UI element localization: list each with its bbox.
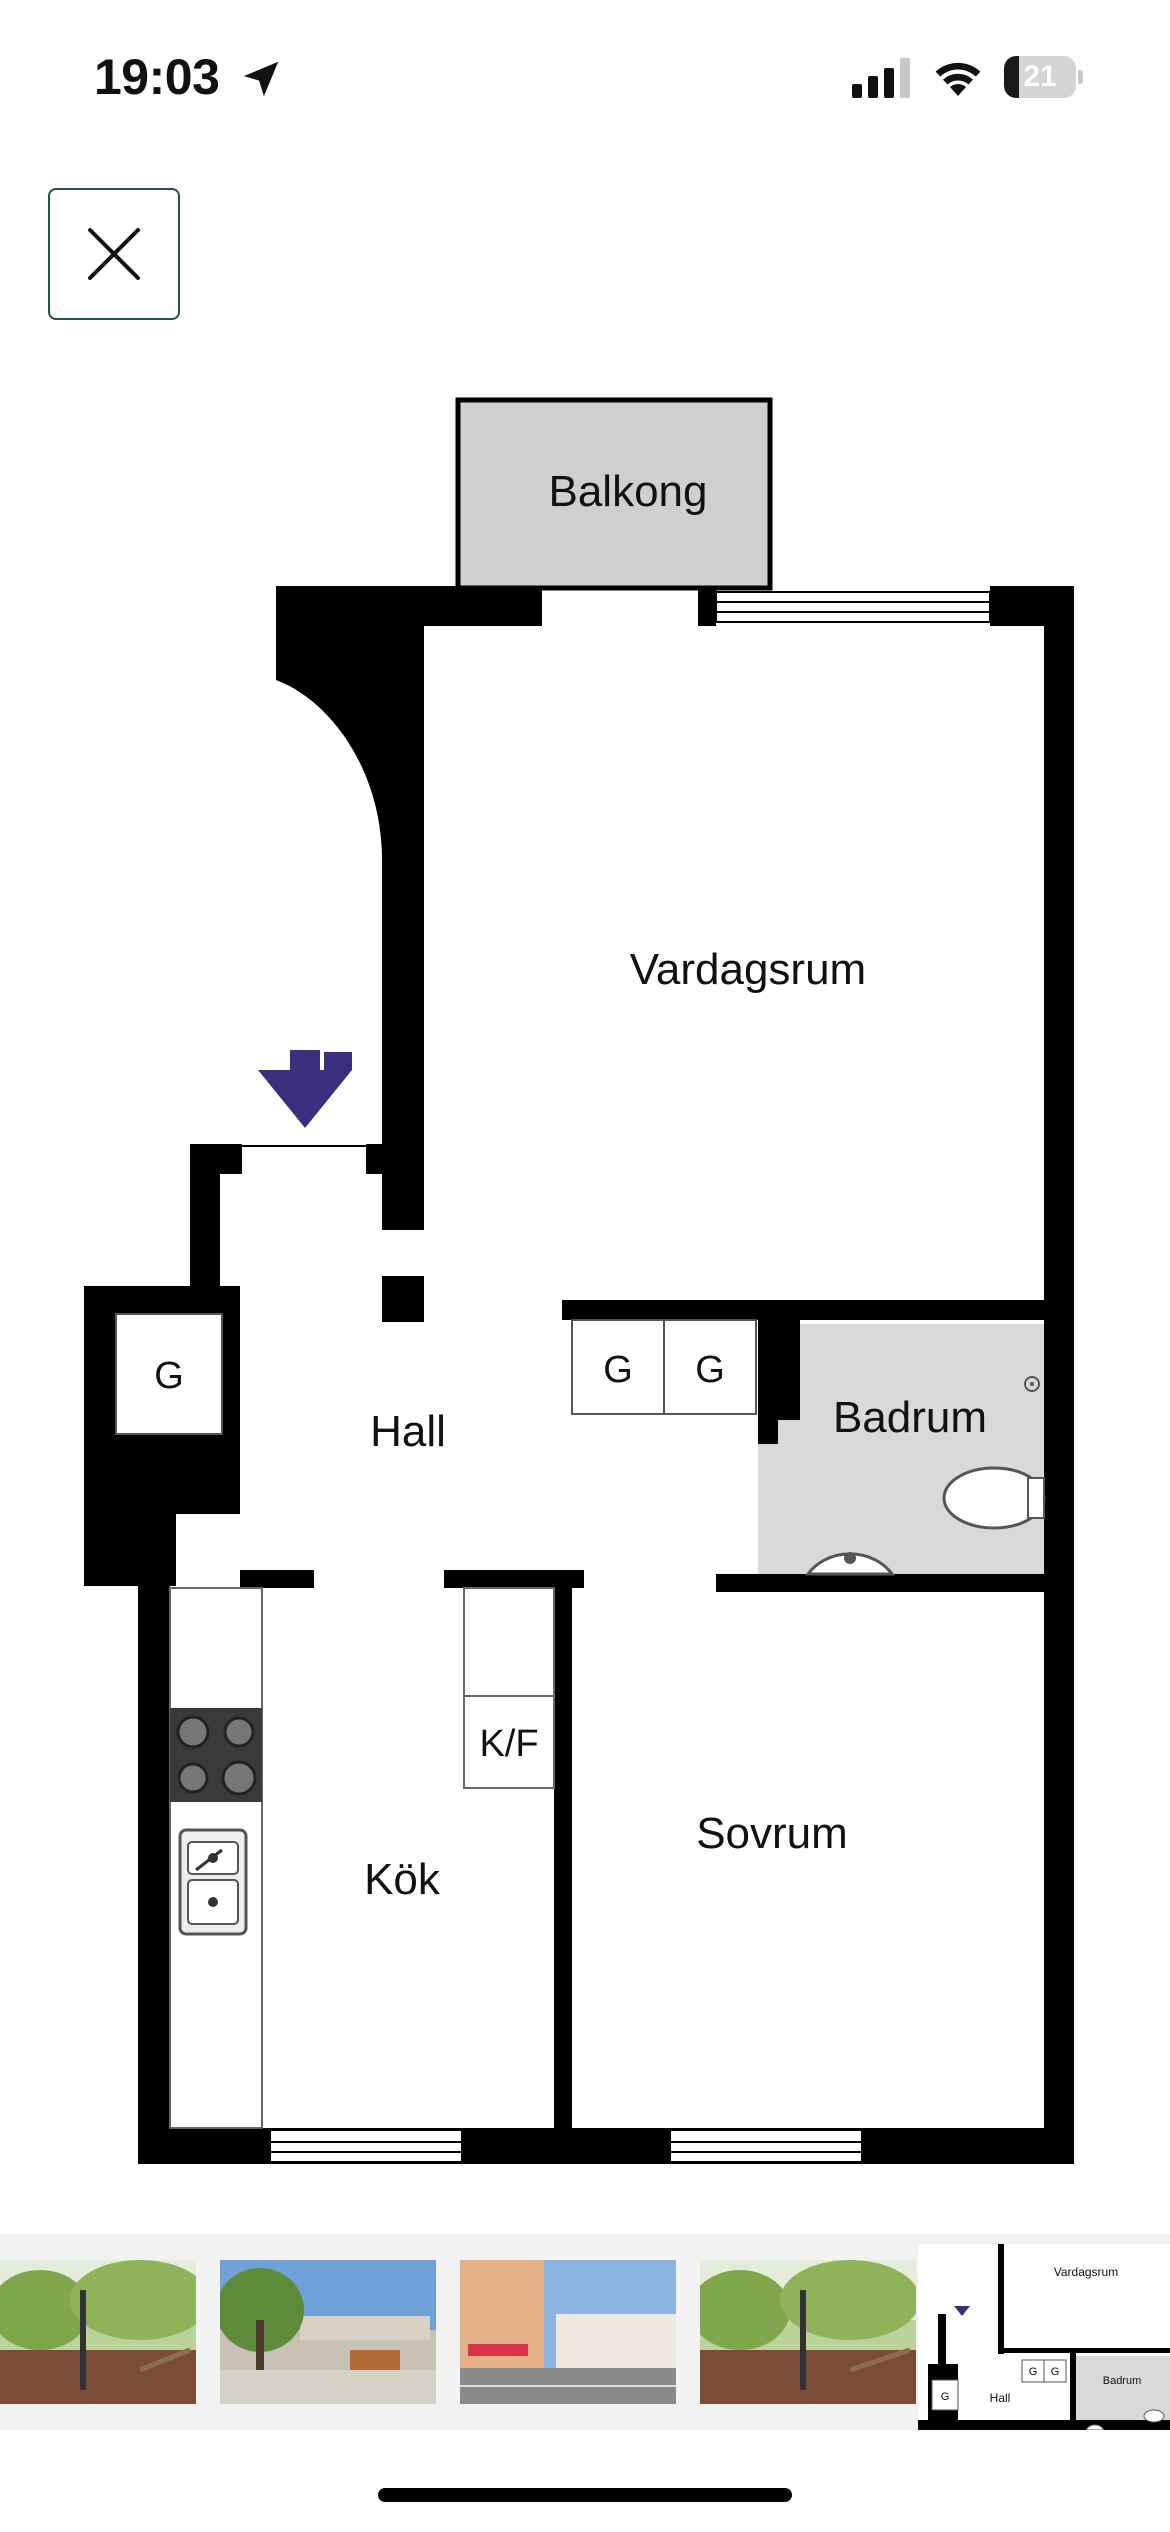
window-kitchen (269, 2129, 463, 2163)
mini-label-hall: Hall (990, 2391, 1011, 2405)
entrance-arrow-stem (290, 1050, 320, 1074)
closet-left-label: G (154, 1355, 184, 1397)
thumbnail-strip[interactable]: Vardagsrum Hall Badrum G G G (0, 2234, 1170, 2430)
thumbnail-park-2[interactable] (700, 2260, 916, 2404)
close-button[interactable] (48, 188, 180, 320)
close-icon (88, 228, 140, 280)
bathroom-area (758, 1324, 1046, 1574)
room-label-sovrum: Sovrum (696, 1809, 848, 1858)
room-label-balkong: Balkong (548, 467, 707, 516)
park-photo-icon (0, 2260, 196, 2404)
park-photo-icon (700, 2260, 916, 2404)
window-top (715, 591, 991, 623)
mini-label-g1: G (941, 2391, 950, 2403)
entrance-arrow-icon (258, 1052, 352, 1128)
fridge (463, 1695, 555, 1789)
room-label-vardagsrum: Vardagsrum (630, 945, 866, 994)
closet-mid-1 (571, 1319, 665, 1415)
battery-icon: 21 (1004, 56, 1083, 98)
battery-fill (1004, 56, 1020, 98)
room-label-hall: Hall (370, 1407, 446, 1456)
battery-level: 21 (1023, 60, 1057, 93)
thumbnail-courtyard[interactable] (220, 2260, 436, 2404)
balcony-area (455, 397, 773, 591)
fridge-top (463, 1587, 555, 1697)
toilet-icon (942, 1466, 1046, 1530)
mini-label-g2: G (1029, 2366, 1038, 2378)
status-time: 19:03 (94, 49, 220, 105)
battery-tip (1078, 70, 1083, 84)
closet-left (115, 1313, 223, 1435)
mini-label-g3: G (1051, 2366, 1060, 2378)
fridge-label: K/F (479, 1723, 538, 1765)
wifi-icon (935, 62, 981, 96)
mini-label-badrum: Badrum (1103, 2375, 1142, 2387)
mini-label-vardagsrum: Vardagsrum (1054, 2265, 1118, 2279)
closet-mid-2 (663, 1319, 757, 1415)
closet-mid-1-label: G (603, 1349, 633, 1391)
floor-plan: Balkong (84, 397, 1074, 2164)
thumbnail-floorplan[interactable]: Vardagsrum Hall Badrum G G G (918, 2244, 1170, 2430)
window-bedroom (669, 2129, 863, 2163)
location-arrow-icon (243, 61, 279, 97)
sink-icon (178, 1828, 248, 1936)
room-label-kok: Kök (364, 1855, 441, 1904)
shower-icon (1024, 1376, 1040, 1392)
home-indicator[interactable] (378, 2488, 792, 2502)
cellular-signal-icon (852, 58, 910, 98)
floorplan-mini-icon: Vardagsrum Hall Badrum G G G (918, 2244, 1170, 2430)
street-photo-icon (460, 2260, 676, 2404)
thumbnail-park-1[interactable] (0, 2260, 196, 2404)
battery-body: 21 (1004, 56, 1076, 98)
room-label-badrum: Badrum (833, 1393, 987, 1442)
closet-mid-2-label: G (695, 1349, 725, 1391)
courtyard-photo-icon (220, 2260, 436, 2404)
thumbnail-street[interactable] (460, 2260, 676, 2404)
washbasin-icon (805, 1552, 895, 1576)
status-bar: 19:03 21 (0, 0, 1170, 150)
